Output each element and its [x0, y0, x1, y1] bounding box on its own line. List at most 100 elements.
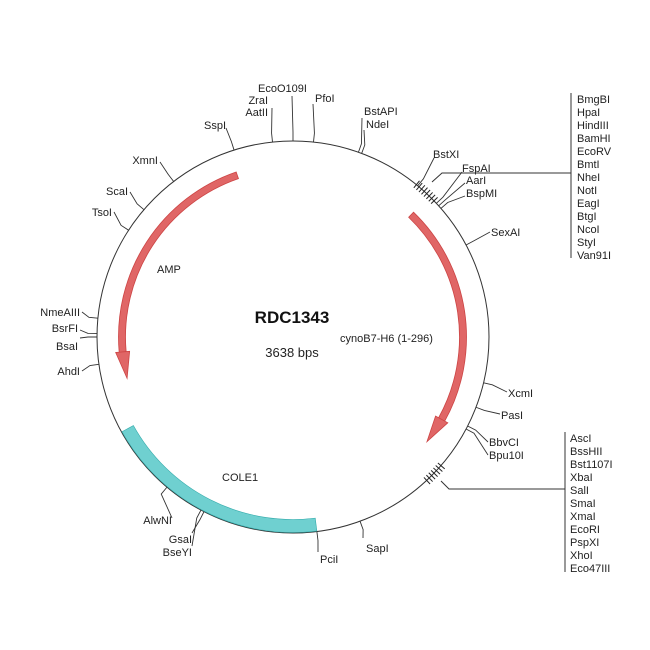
feature-label-cyno: cynoB7-H6 (1-296) [340, 333, 433, 345]
feature-arrow-cyno[interactable] [408, 211, 467, 443]
site-label: PasI [501, 410, 523, 422]
mcs-site-label: AscI [570, 433, 591, 445]
site-tick [312, 103, 315, 143]
site-label: BstAPI [364, 106, 398, 118]
mcs-site-label: Van91I [577, 250, 611, 262]
mcs-site-label: StyI [577, 237, 596, 249]
site-tick [291, 95, 294, 141]
plasmid-size: 3638 bps [265, 345, 319, 360]
mcs-site-label: SalI [570, 485, 589, 497]
site-tick [465, 231, 491, 246]
site-label: NmeAIII [40, 307, 80, 319]
site-label: AlwNI [143, 515, 172, 527]
site-label: PciI [320, 554, 338, 566]
mcs-site-tick [433, 467, 441, 475]
site-label: PfoI [315, 93, 335, 105]
site-label: BsaI [56, 341, 78, 353]
mcs-site-label: HpaI [577, 107, 600, 119]
mcs-site-label: EcoRV [577, 146, 612, 158]
mcs-site-label: NotI [577, 185, 597, 197]
site-tick [316, 531, 319, 553]
site-label: BbvCI [489, 437, 519, 449]
site-label: NdeI [366, 119, 389, 131]
mcs-site-label: PspXI [570, 537, 599, 549]
mcs-site-tick [426, 474, 433, 482]
site-label: SapI [366, 543, 389, 555]
site-label: SspI [204, 120, 226, 132]
site-tick [191, 509, 202, 547]
site-tick [359, 521, 364, 539]
feature-label-cole1: COLE1 [222, 472, 258, 484]
mcs-site-tick [416, 182, 423, 191]
site-label: BspMI [466, 188, 497, 200]
site-label: Bpu10I [489, 450, 524, 462]
mcs-site-tick [423, 189, 431, 197]
mcs-site-label: BtgI [577, 211, 597, 223]
mcs-site-tick [428, 194, 436, 202]
site-label: EcoO109I [258, 83, 307, 95]
mcs-site-label: EcoRI [570, 524, 600, 536]
site-tick [271, 107, 273, 143]
site-label: XmnI [132, 155, 158, 167]
mcs-site-label: Eco47III [570, 563, 610, 575]
mcs-site-tick [435, 465, 443, 472]
site-label: BseYI [163, 547, 192, 559]
site-tick [436, 171, 463, 204]
feature-label-amp: AMP [157, 264, 181, 276]
site-label: BstXI [433, 149, 459, 161]
site-tick [129, 191, 145, 211]
site-tick [440, 195, 466, 209]
site-tick [159, 161, 175, 182]
mcs-site-tick [428, 472, 436, 480]
site-tick [79, 329, 98, 335]
site-label: AatII [245, 107, 268, 119]
mcs-site-label: NheI [577, 172, 600, 184]
mcs-site-label: BssHII [570, 446, 602, 458]
mcs-site-label: BmgBI [577, 94, 610, 106]
mcs-site-tick [413, 180, 420, 189]
mcs-site-label: NcoI [577, 224, 600, 236]
site-label: FspAI [462, 163, 491, 175]
site-label: BsrFI [52, 323, 78, 335]
mcs-site-label: XbaI [570, 472, 593, 484]
plasmid-name: RDC1343 [255, 308, 330, 327]
mcs-site-label: SmaI [570, 498, 596, 510]
site-tick [79, 336, 97, 339]
site-tick [81, 363, 99, 372]
mcs-site-tick [421, 187, 428, 195]
site-label: ZraI [248, 95, 268, 107]
site-tick [225, 127, 235, 151]
mcs-top-leader [431, 172, 571, 183]
site-label: AhdI [57, 366, 80, 378]
mcs-site-tick [437, 462, 446, 470]
mcs-bottom-leader [440, 480, 565, 490]
site-tick [361, 129, 366, 154]
site-label: ScaI [106, 186, 128, 198]
site-label: AarI [466, 175, 486, 187]
site-tick [475, 406, 501, 415]
site-tick [465, 428, 489, 456]
mcs-site-tick [426, 192, 433, 200]
site-label: SexAI [491, 227, 520, 239]
mcs-site-label: XhoI [570, 550, 593, 562]
mcs-site-tick [418, 184, 426, 193]
mcs-site-label: XmaI [570, 511, 596, 523]
site-tick [483, 382, 508, 393]
site-label: XcmI [508, 388, 533, 400]
site-tick [467, 425, 489, 443]
mcs-site-label: BamHI [577, 133, 611, 145]
site-tick [160, 486, 173, 519]
mcs-site-label: EagI [577, 198, 600, 210]
site-label: TsoI [92, 207, 112, 219]
site-label: GsaI [169, 534, 192, 546]
feature-arc-cole1[interactable] [121, 425, 318, 533]
site-tick [81, 311, 98, 319]
mcs-site-label: HindIII [577, 120, 609, 132]
feature-arrow-amp[interactable] [115, 171, 239, 380]
site-tick [438, 182, 466, 207]
mcs-site-label: Bst1107I [570, 459, 613, 471]
mcs-site-tick [423, 477, 431, 485]
mcs-site-tick [430, 197, 438, 204]
mcs-site-tick [430, 470, 438, 477]
